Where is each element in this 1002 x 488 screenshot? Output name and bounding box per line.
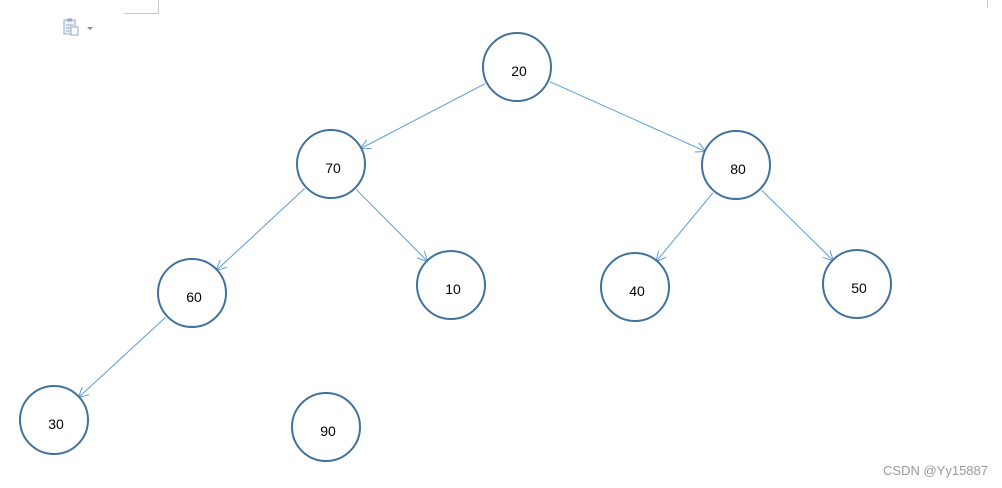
edge-70-to-10 xyxy=(355,189,427,262)
nodes-layer: 20 70 80 60 10 40 50 30 90 xyxy=(19,32,892,462)
edge-20-to-70 xyxy=(360,83,486,149)
page-corner-mark-left xyxy=(124,0,159,14)
tree-node-circle xyxy=(296,129,366,199)
tree-node-90: 90 xyxy=(291,392,361,462)
tree-node-label: 10 xyxy=(445,281,461,297)
tree-node-circle xyxy=(482,32,552,102)
tree-node-circle xyxy=(291,392,361,462)
tree-node-circle xyxy=(701,130,771,200)
edge-60-to-30 xyxy=(78,317,166,397)
tree-node-label: 50 xyxy=(851,280,867,296)
tree-node-70: 70 xyxy=(296,129,366,199)
tree-node-label: 80 xyxy=(730,161,746,177)
tree-node-20: 20 xyxy=(482,32,552,102)
edge-70-to-60 xyxy=(216,188,305,270)
tree-node-circle xyxy=(157,258,227,328)
tree-node-label: 60 xyxy=(186,289,202,305)
tree-node-60: 60 xyxy=(157,258,227,328)
tree-node-label: 70 xyxy=(325,160,341,176)
watermark-text: CSDN @Yy15887 xyxy=(883,463,988,478)
tree-node-10: 10 xyxy=(416,250,486,320)
paste-options-button[interactable] xyxy=(62,18,96,38)
tree-node-80: 80 xyxy=(701,130,771,200)
tree-node-50: 50 xyxy=(822,249,892,319)
tree-node-circle xyxy=(19,385,89,455)
paste-options-icon xyxy=(63,18,93,36)
tree-node-label: 20 xyxy=(511,63,527,79)
tree-node-40: 40 xyxy=(600,252,670,322)
edges-layer xyxy=(78,81,834,398)
tree-node-label: 30 xyxy=(48,416,64,432)
page-corner-mark-right xyxy=(987,0,989,8)
edge-80-to-50 xyxy=(761,189,834,261)
chevron-down-icon xyxy=(87,27,93,30)
tree-node-circle xyxy=(416,250,486,320)
tree-node-30: 30 xyxy=(19,385,89,455)
tree-node-label: 40 xyxy=(629,283,645,299)
tree-node-label: 90 xyxy=(320,423,336,439)
tree-node-circle xyxy=(600,252,670,322)
edge-20-to-80 xyxy=(549,81,706,152)
edge-80-to-40 xyxy=(656,192,714,262)
tree-node-circle xyxy=(822,249,892,319)
